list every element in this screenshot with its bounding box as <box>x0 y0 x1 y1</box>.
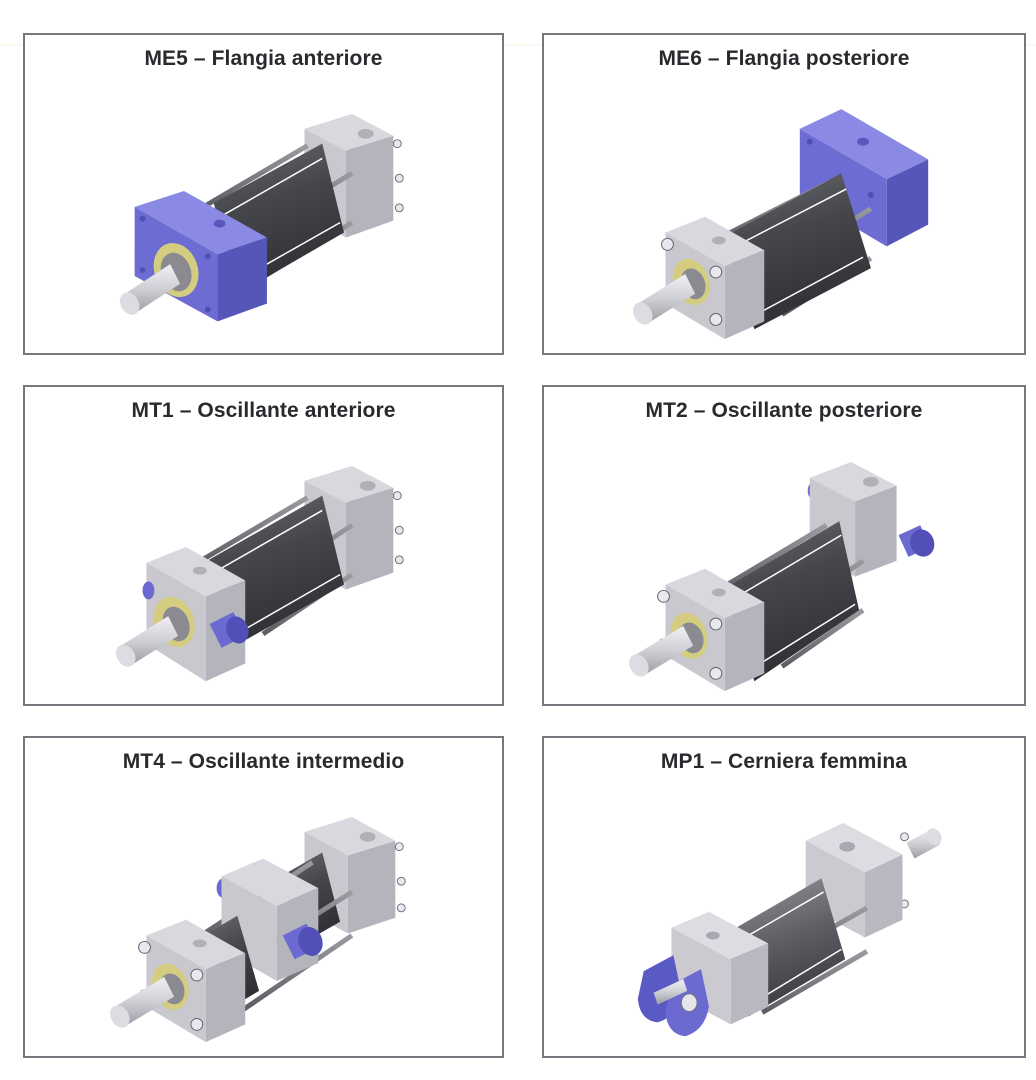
scan-artifact-line <box>0 44 1036 46</box>
cylinder-intermediate-trunnion-illustration <box>110 817 406 1043</box>
cylinder-rear-flange-illustration <box>633 109 929 340</box>
panel-title: ME5 – Flangia anteriore <box>144 47 383 70</box>
cylinder-rear-trunnion-illustration <box>629 462 935 692</box>
panel-mt1-front-trunnion: MT1 – Oscillante anteriore <box>23 385 504 706</box>
panel-title: MP1 – Cerniera femmina <box>660 750 908 773</box>
panel-mt4-intermediate-trunnion: MT4 – Oscillante intermedio <box>23 736 504 1058</box>
cylinder-front-flange-illustration <box>119 114 404 322</box>
panel-title: MT2 – Oscillante posteriore <box>645 399 923 422</box>
panel-mp1-female-clevis: MP1 – Cerniera femmina <box>542 736 1026 1058</box>
panel-me5-front-flange: ME5 – Flangia anteriore <box>23 33 504 355</box>
panel-title: MT4 – Oscillante intermedio <box>122 750 405 773</box>
cylinder-rear-clevis-illustration <box>637 822 942 1037</box>
panel-title: MT1 – Oscillante anteriore <box>131 399 396 422</box>
panel-me6-rear-flange: ME6 – Flangia posteriore <box>542 33 1026 355</box>
panel-mt2-rear-trunnion: MT2 – Oscillante posteriore <box>542 385 1026 706</box>
cylinder-front-trunnion-illustration <box>116 466 404 682</box>
panel-title: ME6 – Flangia posteriore <box>658 47 910 70</box>
